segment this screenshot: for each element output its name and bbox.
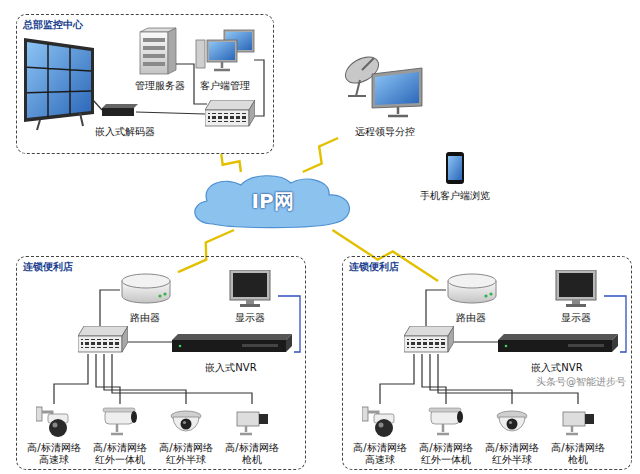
device-label: 高/标清网络 枪机 bbox=[220, 442, 284, 466]
wireless-link bbox=[178, 230, 234, 272]
device-label: 远程领导分控 bbox=[335, 126, 435, 138]
device-box: 高/标清网络 红外半球 bbox=[154, 402, 218, 466]
cloud-label: IP网 bbox=[251, 189, 293, 213]
device-label: 显示器 bbox=[222, 312, 278, 324]
device-box: 高/标清网络 高速球 bbox=[22, 402, 86, 466]
nvr-icon bbox=[172, 334, 292, 352]
device-box: 显示器 bbox=[222, 268, 278, 324]
device-box: 嵌入式解码器 bbox=[90, 102, 160, 138]
monitor-icon bbox=[230, 270, 270, 307]
device-label: 嵌入式NVR bbox=[168, 362, 294, 374]
server-icon bbox=[140, 28, 176, 74]
device-label: 显示器 bbox=[548, 312, 604, 324]
zone-heading: 连锁便利店 bbox=[349, 261, 399, 273]
video-cable bbox=[604, 296, 626, 352]
client-pc-icon bbox=[196, 30, 254, 70]
watermark: 头条号@智能进步号 bbox=[534, 376, 628, 388]
device-label: 管理服务器 bbox=[130, 80, 190, 92]
hq-wires bbox=[93, 60, 264, 116]
zone-box: 总部监控中心嵌入式解码器 管理服务器客户端管理 bbox=[16, 14, 274, 154]
network-cloud: IP网 bbox=[185, 172, 360, 230]
device-label: 高/标清网络 枪机 bbox=[546, 442, 610, 466]
device-label: 高/标清网络 高速球 bbox=[348, 442, 412, 466]
phone-icon bbox=[446, 152, 464, 184]
remote-monitor-icon bbox=[372, 68, 422, 116]
device-box: 远程领导分控 bbox=[335, 48, 435, 138]
device-label: 嵌入式NVR bbox=[494, 362, 620, 374]
device-label: 高/标清网络 高速球 bbox=[22, 442, 86, 466]
device-box: 高/标清网络 枪机 bbox=[220, 402, 284, 466]
device-label: 高/标清网络 红外半球 bbox=[154, 442, 218, 466]
device-label: 路由器 bbox=[438, 312, 504, 324]
store-equipment bbox=[36, 270, 292, 437]
network-switch bbox=[78, 326, 128, 352]
device-box: 客户端管理 bbox=[190, 28, 260, 92]
device-box: 显示器 bbox=[548, 268, 604, 324]
router-icon bbox=[122, 274, 170, 303]
device-label: 高/标清网络 红外一体机 bbox=[414, 442, 478, 466]
network-switch bbox=[205, 100, 255, 126]
device-box: 高/标清网络 红外一体机 bbox=[88, 402, 152, 466]
wireless-link bbox=[303, 138, 338, 172]
device-box: 高/标清网络 高速球 bbox=[348, 402, 412, 466]
device-label: 高/标清网络 红外半球 bbox=[480, 442, 544, 466]
cloud-outline bbox=[195, 176, 350, 228]
device-box: 手机客户端浏览 bbox=[410, 150, 500, 202]
device-box: 高/标清网络 红外半球 bbox=[480, 402, 544, 466]
zone-heading: 总部监控中心 bbox=[23, 19, 83, 31]
device-label: 嵌入式解码器 bbox=[90, 126, 160, 138]
video-cable bbox=[278, 296, 300, 352]
zone-box: 连锁便利店路由器显示器嵌入式NVR高/标清网络 高速球高/标清网络 红外一体机高… bbox=[342, 256, 632, 470]
zone-box: 连锁便利店路由器显示器嵌入式NVR高/标清网络 高速球高/标清网络 红外一体机高… bbox=[16, 256, 306, 470]
box-camera bbox=[237, 412, 268, 434]
device-box: 高/标清网络 红外一体机 bbox=[414, 402, 478, 466]
device-label: 手机客户端浏览 bbox=[410, 190, 500, 202]
device-box: 高/标清网络 枪机 bbox=[546, 402, 610, 466]
device-box: 嵌入式NVR bbox=[168, 330, 294, 374]
bullet-camera bbox=[103, 408, 137, 434]
zone-heading: 连锁便利店 bbox=[23, 261, 73, 273]
device-box: 路由器 bbox=[112, 270, 178, 324]
store-equipment bbox=[362, 270, 618, 437]
video-wall bbox=[24, 38, 94, 130]
device-label: 客户端管理 bbox=[190, 80, 260, 92]
decoder-icon bbox=[102, 104, 138, 116]
device-label: 路由器 bbox=[112, 312, 178, 324]
wireless-link bbox=[221, 154, 241, 172]
device-box: 路由器 bbox=[438, 270, 504, 324]
store-wires bbox=[54, 290, 252, 404]
dome-camera bbox=[171, 411, 201, 431]
device-box: 嵌入式NVR bbox=[494, 330, 620, 374]
speed-dome-camera bbox=[36, 407, 68, 437]
device-label: 高/标清网络 红外一体机 bbox=[88, 442, 152, 466]
device-box: 管理服务器 bbox=[130, 28, 190, 92]
